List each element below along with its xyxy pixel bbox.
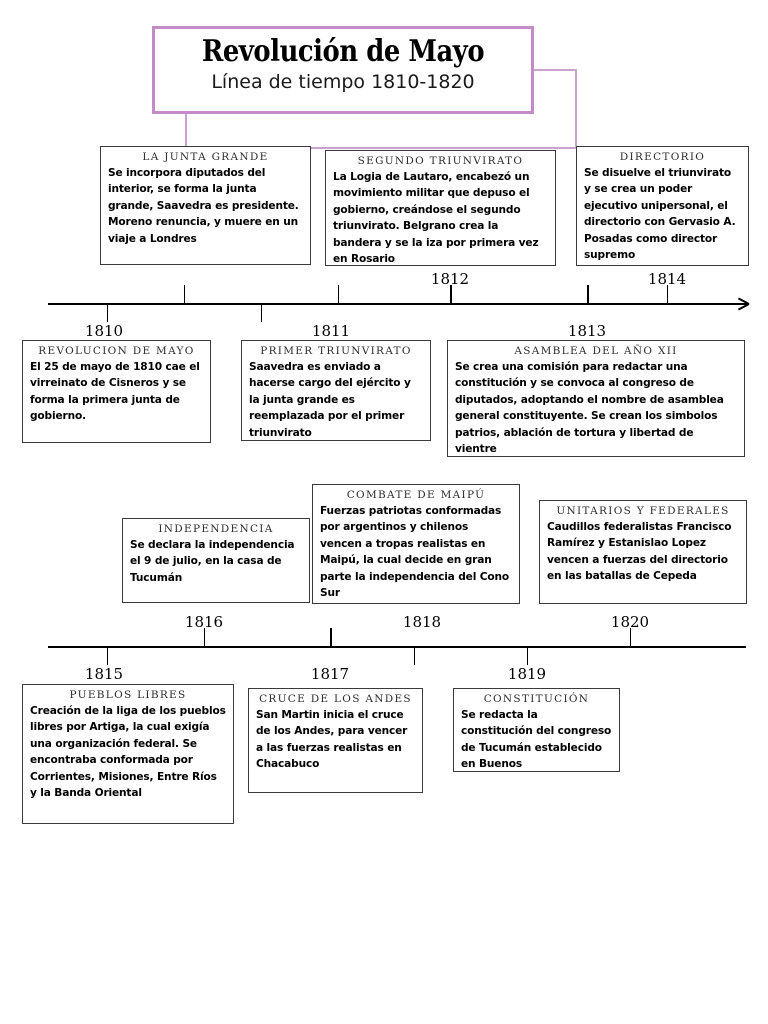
- event-box-cruce-de-los-andes[interactable]: CRUCE DE LOS ANDES San Martin inicia el …: [248, 688, 423, 793]
- year-label-1812: 1812: [430, 270, 470, 288]
- event-body: Se declara la independencia el 9 de juli…: [130, 539, 295, 584]
- tick-minor-1: [184, 285, 185, 304]
- event-box-unitarios-y-federales[interactable]: UNITARIOS Y FEDERALES Caudillos federali…: [539, 500, 747, 604]
- year-label-1820: 1820: [610, 613, 650, 631]
- year-label-1810: 1810: [84, 322, 124, 340]
- event-heading: PUEBLOS LIBRES: [69, 689, 187, 701]
- event-body: Se incorpora diputados del interior, se …: [108, 167, 299, 245]
- event-heading: DIRECTORIO: [619, 151, 706, 163]
- timeline-axis-1: [48, 303, 748, 305]
- event-body: Saavedra es enviado a hacerse cargo del …: [249, 361, 411, 439]
- event-heading: ASAMBLEA DEL AÑO XII: [514, 345, 678, 357]
- event-heading: COMBATE DE MAIPÚ: [346, 489, 486, 501]
- event-body: Se redacta la constitución del congreso …: [461, 709, 612, 771]
- event-heading: REVOLUCION DE MAYO: [38, 345, 195, 357]
- title-box: Revolución de Mayo Línea de tiempo 1810-…: [152, 26, 534, 114]
- event-box-directorio[interactable]: DIRECTORIO Se disuelve el triunvirato y …: [576, 146, 749, 266]
- tick-1813: [587, 285, 589, 304]
- event-box-segundo-triunvirato[interactable]: SEGUNDO TRIUNVIRATO La Logia de Lautaro,…: [325, 150, 556, 266]
- tick-1811: [261, 303, 262, 322]
- event-heading: PRIMER TRIUNVIRATO: [260, 345, 412, 357]
- event-box-revolucion-de-mayo[interactable]: REVOLUCION DE MAYO El 25 de mayo de 1810…: [22, 340, 211, 443]
- year-label-1819: 1819: [507, 665, 547, 683]
- event-heading: CRUCE DE LOS ANDES: [259, 693, 412, 705]
- event-box-constitucion[interactable]: CONSTITUCIÓN Se redacta la constitución …: [453, 688, 620, 772]
- tick-1815: [107, 646, 108, 665]
- tick-minor-3: [414, 646, 415, 665]
- page-subtitle: Línea de tiempo 1810-1820: [211, 70, 475, 93]
- event-heading: LA JUNTA GRANDE: [142, 151, 269, 163]
- event-body: Se disuelve el triunvirato y se crea un …: [584, 167, 736, 262]
- year-label-1815: 1815: [84, 665, 124, 683]
- event-heading: SEGUNDO TRIUNVIRATO: [357, 155, 524, 167]
- event-body: San Martin inicia el cruce de los Andes,…: [256, 709, 408, 771]
- event-box-asamblea-del-ano-xii[interactable]: ASAMBLEA DEL AÑO XII Se crea una comisió…: [447, 340, 745, 457]
- event-body: Creación de la liga de los pueblos libre…: [30, 705, 226, 800]
- event-body: Se crea una comisión para redactar una c…: [455, 361, 724, 456]
- tick-minor-2: [338, 285, 339, 304]
- event-box-la-junta-grande[interactable]: LA JUNTA GRANDE Se incorpora diputados d…: [100, 146, 311, 265]
- event-box-pueblos-libres[interactable]: PUEBLOS LIBRES Creación de la liga de lo…: [22, 684, 234, 824]
- year-label-1818: 1818: [402, 613, 442, 631]
- page-title: Revolución de Mayo: [201, 34, 485, 69]
- title-block: Revolución de Mayo Línea de tiempo 1810-…: [152, 26, 577, 149]
- event-heading: INDEPENDENCIA: [158, 523, 274, 535]
- tick-1810: [107, 303, 108, 322]
- event-heading: UNITARIOS Y FEDERALES: [556, 505, 730, 517]
- event-body: La Logia de Lautaro, encabezó un movimie…: [333, 171, 539, 266]
- tick-1817: [330, 628, 332, 647]
- event-body: El 25 de mayo de 1810 cae el virreinato …: [30, 361, 200, 423]
- year-label-1813: 1813: [567, 322, 607, 340]
- year-label-1811: 1811: [311, 322, 351, 340]
- event-box-combate-de-maipu[interactable]: COMBATE DE MAIPÚ Fuerzas patriotas confo…: [312, 484, 520, 604]
- tick-1816: [204, 628, 205, 647]
- event-heading: CONSTITUCIÓN: [483, 693, 590, 705]
- event-body: Caudillos federalistas Francisco Ramírez…: [547, 521, 732, 583]
- event-body: Fuerzas patriotas conformadas por argent…: [320, 505, 509, 600]
- tick-1814: [667, 285, 668, 304]
- tick-1812: [450, 285, 452, 304]
- year-label-1814: 1814: [647, 270, 687, 288]
- timeline-axis-2: [48, 646, 746, 648]
- event-box-independencia[interactable]: INDEPENDENCIA Se declara la independenci…: [122, 518, 310, 603]
- year-label-1817: 1817: [310, 665, 350, 683]
- tick-1819: [527, 646, 528, 665]
- event-box-primer-triunvirato[interactable]: PRIMER TRIUNVIRATO Saavedra es enviado a…: [241, 340, 431, 441]
- tick-1820: [630, 628, 631, 647]
- year-label-1816: 1816: [184, 613, 224, 631]
